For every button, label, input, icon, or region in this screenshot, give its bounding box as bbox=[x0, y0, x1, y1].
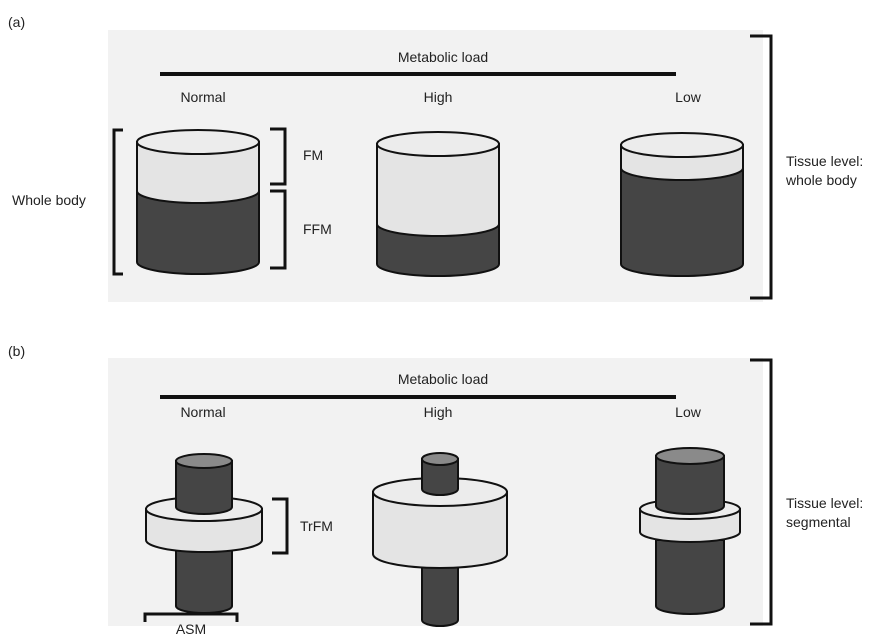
panel-a-level-line1: Tissue level: bbox=[786, 153, 863, 169]
panel-a-axis-title: Metabolic load bbox=[398, 49, 488, 65]
panel-a-level-bracket bbox=[750, 34, 773, 300]
ffm-label: FFM bbox=[303, 221, 332, 237]
fm-bracket bbox=[270, 127, 287, 186]
trfm-label: TrFM bbox=[300, 518, 333, 534]
segment-normal bbox=[145, 453, 263, 614]
cylinder-low-whole-body bbox=[620, 132, 744, 277]
panel-a-level-line2: whole body bbox=[785, 172, 857, 188]
panel-b-level-line1: Tissue level: bbox=[786, 495, 863, 511]
asm-label: ASM bbox=[176, 621, 206, 636]
segment-low bbox=[639, 447, 741, 615]
whole-body-bracket bbox=[112, 128, 123, 276]
cylinder-normal-whole-body bbox=[136, 129, 260, 275]
ffm-bracket bbox=[270, 189, 287, 270]
panel-a-condition-normal: Normal bbox=[180, 89, 225, 105]
panel-b-condition-high: High bbox=[424, 404, 453, 420]
panel-a-label: (a) bbox=[8, 14, 25, 30]
whole-body-label: Whole body bbox=[12, 192, 86, 208]
panel-b-condition-normal: Normal bbox=[180, 404, 225, 420]
panel-b-level-bracket bbox=[750, 358, 773, 626]
fm-label: FM bbox=[303, 147, 323, 163]
panel-b-axis-title: Metabolic load bbox=[398, 371, 488, 387]
panel-a-condition-low: Low bbox=[675, 89, 702, 105]
panel-b-condition-low: Low bbox=[675, 404, 702, 420]
panel-b-level-line2: segmental bbox=[786, 514, 851, 530]
panel-a-condition-high: High bbox=[424, 89, 453, 105]
cylinder-high-whole-body bbox=[376, 131, 500, 277]
trfm-bracket bbox=[272, 497, 289, 555]
segment-high bbox=[372, 452, 508, 627]
panel-b-label: (b) bbox=[8, 343, 25, 359]
asm-bracket bbox=[143, 612, 239, 622]
